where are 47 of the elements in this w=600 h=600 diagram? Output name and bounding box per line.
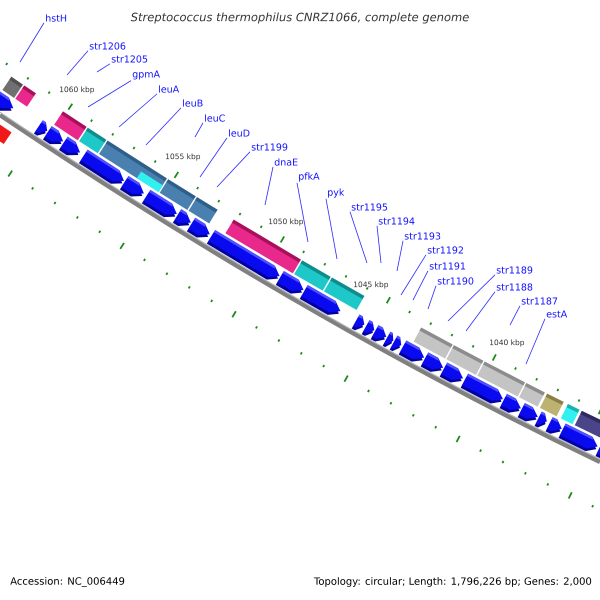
gene-label: str1192 — [428, 246, 463, 254]
leader-line — [412, 270, 428, 300]
gene-label: leuB — [183, 99, 203, 107]
gene-label: str1194 — [378, 217, 414, 225]
gene-label: str1205 — [112, 55, 148, 63]
leader-line — [194, 122, 204, 138]
leader-line — [200, 137, 228, 178]
leader-line — [396, 240, 404, 272]
footer-text: Accession: NC_006449 — [10, 577, 124, 587]
gene-label: str1190 — [438, 277, 474, 285]
gene-label: str1188 — [496, 283, 532, 291]
gene-label: pyk — [328, 188, 344, 198]
leader-line — [326, 198, 338, 260]
leader-line — [400, 254, 426, 296]
leader-line — [376, 225, 382, 264]
gene-label: str1199 — [252, 143, 288, 151]
gene-label: leuD — [229, 129, 250, 137]
gene-label: str1193 — [404, 232, 440, 240]
gene-label: leuA — [159, 85, 180, 93]
gene-label: str1191 — [430, 262, 466, 270]
leader-line — [428, 285, 436, 310]
leader-line — [526, 318, 546, 364]
gene-label: dnaE — [274, 158, 298, 166]
gene-label: str1195 — [352, 203, 388, 211]
leader-line — [296, 182, 308, 242]
leader-line — [66, 50, 88, 76]
gene-label: estA — [546, 310, 568, 318]
gene-label: pfkA — [299, 172, 320, 182]
gene-label: hstH — [46, 14, 66, 22]
leader-line — [118, 93, 158, 128]
leader-line — [20, 22, 44, 62]
gene-label: leuC — [205, 114, 225, 122]
gene-label: str1189 — [496, 266, 532, 274]
leader-line — [350, 211, 368, 264]
title: Streptococcus thermophilus CNRZ1066, complete genome — [130, 12, 469, 24]
leader-line — [146, 107, 182, 146]
gene-label: gpmA — [132, 70, 160, 80]
footer-text: Topology: circular; Length: 1,796,226 bp; Genes: 2,000 — [314, 577, 592, 587]
leader-line — [448, 274, 496, 322]
leader-line — [96, 63, 110, 72]
leader-line — [510, 305, 520, 326]
leader-line — [466, 291, 496, 332]
gene-label: str1206 — [90, 42, 126, 50]
leader-line — [88, 80, 132, 108]
leader-line — [264, 166, 274, 206]
leader-line — [216, 151, 250, 188]
gene-label: str1187 — [522, 297, 558, 305]
